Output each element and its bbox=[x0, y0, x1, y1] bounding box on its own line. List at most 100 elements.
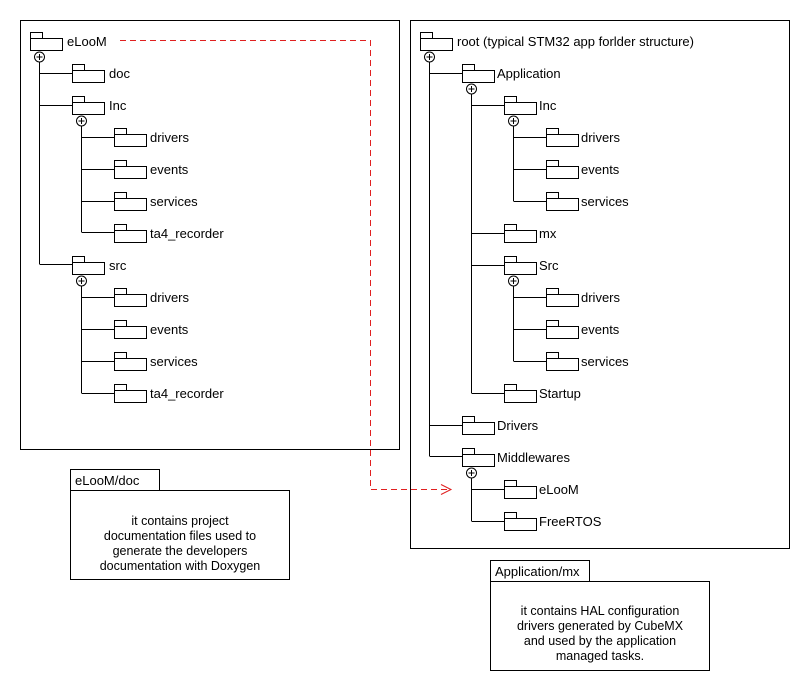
left-inc-label: Inc bbox=[109, 98, 127, 113]
folder-label: events bbox=[581, 322, 620, 337]
right-inc-drivers-folder: drivers bbox=[546, 128, 621, 147]
note-line: and used by the application bbox=[524, 634, 676, 648]
folder-icon bbox=[114, 224, 147, 243]
folder-icon bbox=[114, 160, 147, 179]
right-inc-services-folder: services bbox=[546, 192, 629, 211]
right-panel-frame bbox=[410, 20, 790, 549]
folder-label: drivers bbox=[581, 130, 621, 145]
right-startup-folder: Startup bbox=[504, 384, 581, 403]
right-root-label: root (typical STM32 app forlder structur… bbox=[457, 34, 694, 49]
folder-label: drivers bbox=[150, 290, 190, 305]
right-inc-folder: Inc bbox=[504, 96, 557, 127]
folder-label: FreeRTOS bbox=[539, 514, 602, 529]
arrowhead-icon bbox=[440, 484, 453, 495]
expand-icon bbox=[76, 275, 87, 287]
right-startup-label: Startup bbox=[539, 386, 581, 401]
right-eloom-folder: eLooM bbox=[504, 480, 579, 499]
right-tree-connectors bbox=[429, 62, 546, 522]
note-line: managed tasks. bbox=[556, 649, 644, 663]
note-line: documentation files used to bbox=[104, 529, 256, 543]
folder-icon bbox=[546, 128, 579, 147]
left-inc-folder: Inc bbox=[72, 96, 127, 127]
left-src-ta4-folder: ta4_recorder bbox=[114, 384, 224, 403]
folder-icon bbox=[462, 64, 495, 83]
right-middlewares-label: Middlewares bbox=[497, 450, 570, 465]
folder-icon bbox=[114, 320, 147, 339]
note-line: drivers generated by CubeMX bbox=[517, 619, 684, 633]
folder-icon bbox=[30, 32, 63, 51]
right-mx-folder: mx bbox=[504, 224, 557, 243]
left-src-services-folder: services bbox=[114, 352, 198, 371]
left-inc-drivers-folder: drivers bbox=[114, 128, 190, 147]
folder-icon bbox=[504, 512, 537, 531]
note-body bbox=[70, 490, 290, 580]
folder-icon bbox=[546, 352, 579, 371]
expand-icon bbox=[76, 115, 87, 127]
folder-icon bbox=[546, 320, 579, 339]
folder-icon bbox=[72, 64, 105, 83]
right-src-label: Src bbox=[539, 258, 559, 273]
note-line: it contains project bbox=[131, 514, 229, 528]
folder-icon bbox=[114, 128, 147, 147]
folder-icon bbox=[114, 192, 147, 211]
note-body bbox=[490, 581, 710, 671]
folder-label: ta4_recorder bbox=[150, 226, 224, 241]
right-application-folder: Application bbox=[462, 64, 561, 95]
left-root-label: eLooM bbox=[67, 34, 107, 49]
expand-icon bbox=[34, 51, 45, 63]
left-src-events-folder: events bbox=[114, 320, 189, 339]
note-application-mx: Application/mx it contains HAL configura… bbox=[490, 560, 710, 671]
folder-icon bbox=[72, 256, 105, 275]
expand-icon bbox=[508, 275, 519, 287]
right-src-services-folder: services bbox=[546, 352, 629, 371]
left-inc-events-folder: events bbox=[114, 160, 189, 179]
folder-label: eLooM bbox=[539, 482, 579, 497]
note-tab-label: Application/mx bbox=[495, 564, 580, 579]
left-inc-services-folder: services bbox=[114, 192, 198, 211]
folder-icon bbox=[546, 288, 579, 307]
left-src-label: src bbox=[109, 258, 127, 273]
folder-label: drivers bbox=[581, 290, 621, 305]
note-tab-label: eLooM/doc bbox=[75, 473, 140, 488]
folder-label: ta4_recorder bbox=[150, 386, 224, 401]
left-inc-ta4-folder: ta4_recorder bbox=[114, 224, 224, 243]
left-doc-folder: doc bbox=[72, 64, 130, 83]
right-inc-label: Inc bbox=[539, 98, 557, 113]
left-src-drivers-folder: drivers bbox=[114, 288, 190, 307]
left-root-folder: eLooM bbox=[30, 32, 107, 63]
right-drivers-label: Drivers bbox=[497, 418, 539, 433]
right-application-label: Application bbox=[497, 66, 561, 81]
expand-icon bbox=[466, 83, 477, 95]
right-src-events-folder: events bbox=[546, 320, 620, 339]
folder-icon bbox=[462, 448, 495, 467]
folder-icon bbox=[504, 256, 537, 275]
folder-icon bbox=[462, 416, 495, 435]
expand-icon bbox=[508, 115, 519, 127]
note-line: it contains HAL configuration bbox=[521, 604, 680, 618]
right-root-folder: root (typical STM32 app forlder structur… bbox=[420, 32, 694, 63]
note-line: generate the developers bbox=[113, 544, 248, 558]
folder-label: events bbox=[150, 162, 189, 177]
folder-icon bbox=[504, 96, 537, 115]
right-drivers-folder: Drivers bbox=[462, 416, 539, 435]
folder-label: services bbox=[581, 194, 629, 209]
folder-icon bbox=[546, 160, 579, 179]
right-mx-label: mx bbox=[539, 226, 557, 241]
expand-icon bbox=[466, 467, 477, 479]
note-line: documentation with Doxygen bbox=[100, 559, 261, 573]
note-eloom-doc: eLooM/doc it contains project documentat… bbox=[70, 469, 290, 580]
folder-icon bbox=[504, 224, 537, 243]
right-inc-events-folder: events bbox=[546, 160, 620, 179]
left-src-folder: src bbox=[72, 256, 127, 287]
folder-label: events bbox=[581, 162, 620, 177]
folder-icon bbox=[72, 96, 105, 115]
right-freertos-folder: FreeRTOS bbox=[504, 512, 602, 531]
folder-label: drivers bbox=[150, 130, 190, 145]
folder-label: services bbox=[150, 194, 198, 209]
right-src-drivers-folder: drivers bbox=[546, 288, 621, 307]
right-middlewares-folder: Middlewares bbox=[462, 448, 570, 479]
left-tree-connectors bbox=[39, 62, 114, 394]
folder-label: services bbox=[581, 354, 629, 369]
left-panel-frame bbox=[20, 20, 400, 450]
